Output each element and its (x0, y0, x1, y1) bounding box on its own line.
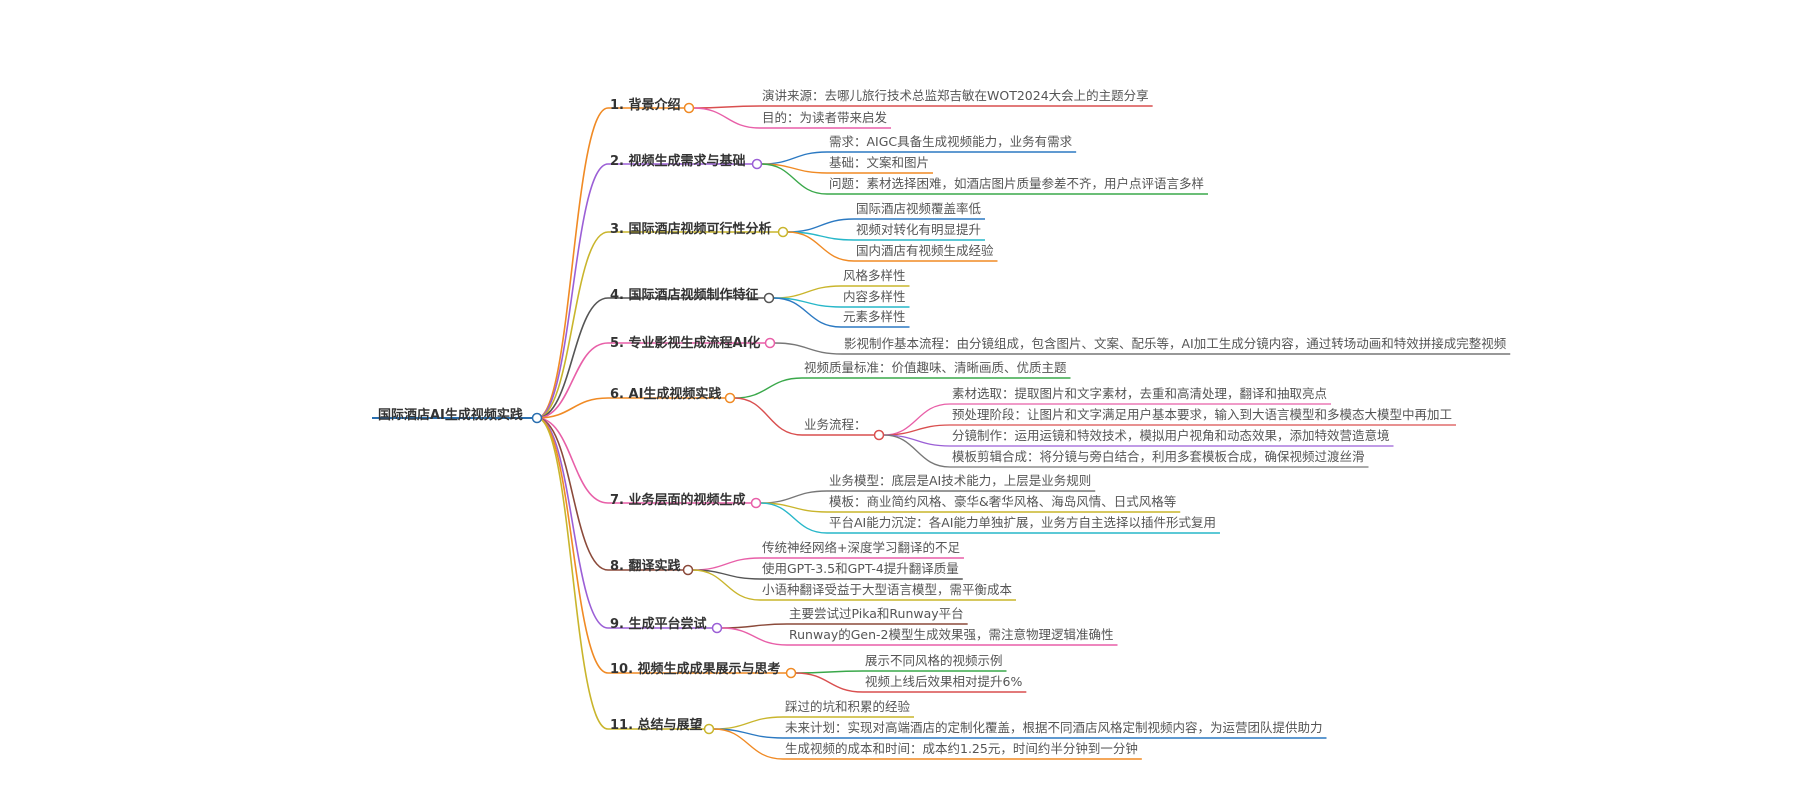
collapse-toggle[interactable] (763, 292, 775, 304)
child-connector (761, 163, 828, 195)
child-connector (721, 623, 788, 629)
child-topic[interactable]: 传统神经网络+深度学习翻译的不足 (762, 540, 960, 555)
child-connector (787, 218, 855, 233)
child-connector (713, 716, 784, 730)
branch-topic[interactable]: 8. 翻译实践 (610, 559, 681, 574)
branch-topic[interactable]: 9. 生成平台尝试 (610, 617, 707, 632)
child-topic[interactable]: 基础：文案和图片 (829, 155, 930, 170)
collapse-toggle[interactable] (683, 102, 695, 114)
child-topic[interactable]: 模板：商业简约风格、豪华&奢华风格、海岛风情、日式风格等 (829, 494, 1177, 509)
branch-connector (536, 417, 609, 504)
child-connector (693, 105, 761, 109)
child-connector (734, 397, 803, 436)
child-connector (773, 285, 842, 299)
branch-topic[interactable]: 3. 国际酒店视频可行性分析 (610, 222, 772, 237)
child-connector (787, 231, 855, 262)
child-topic[interactable]: 内容多样性 (843, 289, 906, 304)
child-topic[interactable]: Runway的Gen-2模型生成效果强，需注意物理逻辑准确性 (789, 627, 1114, 642)
child-topic[interactable]: 演讲来源：去哪儿旅行技术总监郑吉敏在WOT2024大会上的主题分享 (762, 88, 1149, 103)
branch-connector (536, 231, 609, 419)
child-topic[interactable]: 目的：为读者带来启发 (762, 110, 888, 125)
collapse-toggle[interactable] (531, 412, 543, 424)
grandchild-connector (883, 434, 951, 468)
collapse-toggle[interactable] (711, 622, 723, 634)
child-topic[interactable]: 元素多样性 (843, 309, 906, 324)
child-topic[interactable]: 平台AI能力沉淀：各AI能力单独扩展，业务方自主选择以插件形式复用 (829, 515, 1216, 530)
child-topic[interactable]: 踩过的坑和积累的经验 (785, 699, 911, 714)
child-connector (773, 297, 842, 328)
grandchild-topic[interactable]: 素材选取：提取图片和文字素材，去重和高清处理，翻译和抽取亮点 (952, 386, 1328, 401)
child-topic[interactable]: 小语种翻译受益于大型语言模型，需平衡成本 (762, 582, 1013, 597)
branch-connector (536, 417, 609, 730)
child-connector (693, 107, 761, 129)
branch-topic[interactable]: 5. 专业影视生成流程AI化 (610, 336, 761, 351)
branch-connector (536, 397, 609, 419)
collapse-toggle[interactable] (724, 392, 736, 404)
collapse-toggle[interactable] (873, 429, 885, 441)
collapse-toggle[interactable] (785, 667, 797, 679)
child-topic[interactable]: 业务模型：底层是AI技术能力，上层是业务规则 (829, 473, 1092, 488)
grandchild-topic[interactable]: 模板剪辑合成：将分镜与旁白结合，利用多套模板合成，确保视频过渡丝滑 (952, 449, 1365, 464)
branch-connector (536, 417, 609, 674)
branch-connector (536, 107, 609, 419)
child-topic[interactable]: 国内酒店有视频生成经验 (856, 243, 994, 258)
child-topic[interactable]: 视频上线后效果相对提升6% (865, 674, 1023, 689)
branch-topic[interactable]: 1. 背景介绍 (610, 98, 681, 113)
child-connector (795, 672, 864, 693)
child-topic[interactable]: 视频对转化有明显提升 (856, 222, 982, 237)
collapse-toggle[interactable] (750, 497, 762, 509)
branch-topic[interactable]: 11. 总结与展望 (610, 718, 703, 733)
branch-connector (536, 417, 609, 571)
branch-connector (536, 417, 609, 629)
branch-topic[interactable]: 2. 视频生成需求与基础 (610, 154, 746, 169)
child-topic[interactable]: 影视制作基本流程：由分镜组成，包含图片、文案、配乐等，AI加工生成分镜内容，通过… (844, 336, 1507, 351)
child-topic[interactable]: 业务流程： (804, 417, 867, 432)
branch-connector (536, 297, 609, 419)
branch-connector (536, 342, 609, 419)
child-topic[interactable]: 生成视频的成本和时间：成本约1.25元，时间约半分钟到一分钟 (785, 741, 1138, 756)
branch-connector (536, 163, 609, 419)
child-connector (760, 502, 828, 534)
child-topic[interactable]: 问题：素材选择困难，如酒店图片质量参差不齐，用户点评语言多样 (829, 176, 1205, 191)
collapse-toggle[interactable] (777, 226, 789, 238)
child-connector (713, 728, 784, 760)
branch-topic[interactable]: 4. 国际酒店视频制作特征 (610, 288, 759, 303)
child-topic[interactable]: 风格多样性 (843, 268, 906, 283)
root-topic[interactable]: 国际酒店AI生成视频实践 (378, 408, 523, 423)
collapse-toggle[interactable] (703, 723, 715, 735)
branch-topic[interactable]: 10. 视频生成成果展示与思考 (610, 662, 781, 677)
collapse-toggle[interactable] (682, 564, 694, 576)
child-topic[interactable]: 视频质量标准：价值趣味、清晰画质、优质主题 (804, 360, 1067, 375)
branch-topic[interactable]: 7. 业务层面的视频生成 (610, 493, 746, 508)
child-connector (795, 670, 864, 674)
child-topic[interactable]: 未来计划：实现对高端酒店的定制化覆盖，根据不同酒店风格定制视频内容，为运营团队提… (785, 720, 1323, 735)
child-topic[interactable]: 需求：AIGC具备生成视频能力，业务有需求 (829, 134, 1073, 149)
child-connector (692, 569, 761, 601)
child-connector (734, 377, 803, 399)
branch-topic[interactable]: 6. AI生成视频实践 (610, 387, 722, 402)
child-connector (692, 557, 761, 571)
grandchild-topic[interactable]: 预处理阶段：让图片和文字满足用户基本要求，输入到大语言模型和多模态大模型中再加工 (952, 407, 1453, 422)
child-topic[interactable]: 主要尝试过Pika和Runway平台 (789, 606, 964, 621)
child-connector (774, 342, 843, 355)
child-topic[interactable]: 展示不同风格的视频示例 (865, 653, 1003, 668)
grandchild-topic[interactable]: 分镜制作：运用运镜和特效技术，模拟用户视角和动态效果，添加特效营造意境 (952, 428, 1390, 443)
child-connector (760, 490, 828, 504)
child-connector (721, 627, 788, 646)
child-topic[interactable]: 使用GPT-3.5和GPT-4提升翻译质量 (762, 561, 959, 576)
child-connector (761, 151, 828, 165)
child-topic[interactable]: 国际酒店视频覆盖率低 (856, 201, 982, 216)
collapse-toggle[interactable] (764, 337, 776, 349)
collapse-toggle[interactable] (751, 158, 763, 170)
